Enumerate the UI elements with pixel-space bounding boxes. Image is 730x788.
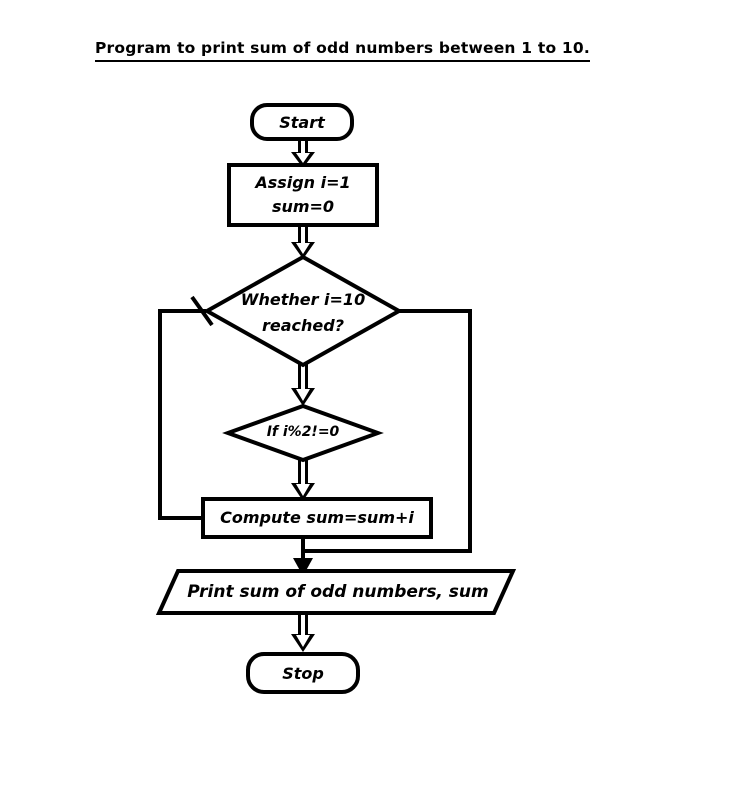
node-decision2-shape[interactable] (222, 403, 384, 463)
node-assign-shape[interactable] (227, 163, 379, 227)
edge-decision1-to-decision2 (291, 364, 315, 406)
edge-decision1-to-print (293, 309, 472, 576)
node-decision1-shape[interactable] (202, 254, 404, 368)
edge-print-to-stop (291, 614, 315, 652)
node-start-shape[interactable] (250, 103, 354, 141)
edge-compute-to-decision1 (158, 295, 214, 520)
node-stop-shape[interactable] (246, 652, 360, 694)
node-compute-shape[interactable] (201, 497, 433, 539)
edge-start-to-assign (291, 138, 315, 168)
node-print-shape[interactable] (155, 569, 517, 615)
edge-assign-to-decision1 (291, 224, 315, 259)
page-title: Program to print sum of odd numbers betw… (95, 39, 590, 62)
edge-decision2-to-compute (291, 459, 315, 501)
